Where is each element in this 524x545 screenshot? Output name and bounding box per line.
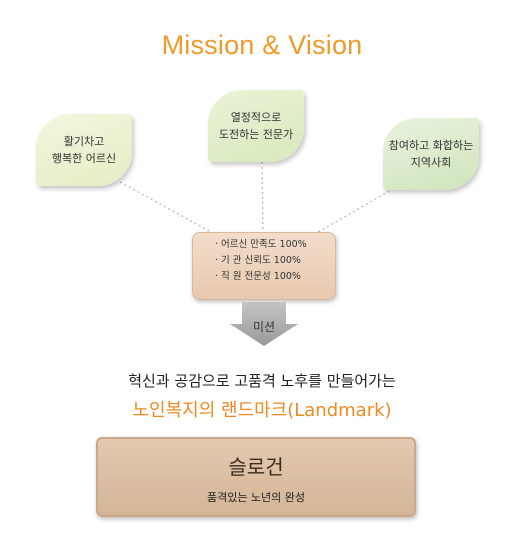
vision-leaf-line: 참여하고 화합하는 (388, 139, 474, 152)
vision-leaf-line: 도전하는 전문가 (218, 128, 294, 141)
vision-leaf-seniors: 활기차고 행복한 어르신 (36, 114, 132, 186)
arrow-shape (230, 302, 298, 346)
connector-left (119, 181, 223, 239)
slogan-title: 슬로건 (228, 455, 284, 479)
page-title: Mission & Vision (161, 30, 363, 60)
goal-item: · 기 관 신뢰도 100% (215, 255, 301, 266)
connector-center (261, 161, 264, 233)
goal-item: · 어르신 만족도 100% (215, 239, 307, 250)
vision-leaf-line: 지역사회 (410, 156, 452, 169)
mission-landmark: 노인복지의 랜드마크(Landmark) (132, 400, 392, 421)
goals-box: · 어르신 만족도 100% · 기 관 신뢰도 100% · 직 원 전문성 … (192, 232, 336, 300)
vision-leaf-experts: 열정적으로 도전하는 전문가 (208, 90, 304, 162)
vision-leaf-line: 활기차고 (63, 135, 105, 148)
slogan-text: 품격있는 노년의 완성 (206, 491, 306, 504)
mission-arrow-label: 미션 (252, 320, 276, 334)
vision-leaf-community: 참여하고 화합하는 지역사회 (383, 118, 479, 190)
goal-item: · 직 원 전문성 100% (215, 271, 301, 282)
vision-leaf-line: 행복한 어르신 (51, 152, 117, 165)
connector-right (307, 185, 399, 239)
slogan-box: 슬로건 품격있는 노년의 완성 (96, 437, 416, 517)
mission-statement: 혁신과 공감으로 고품격 노후를 만들어가는 (128, 372, 396, 390)
vision-leaf-line: 열정적으로 (230, 111, 282, 124)
